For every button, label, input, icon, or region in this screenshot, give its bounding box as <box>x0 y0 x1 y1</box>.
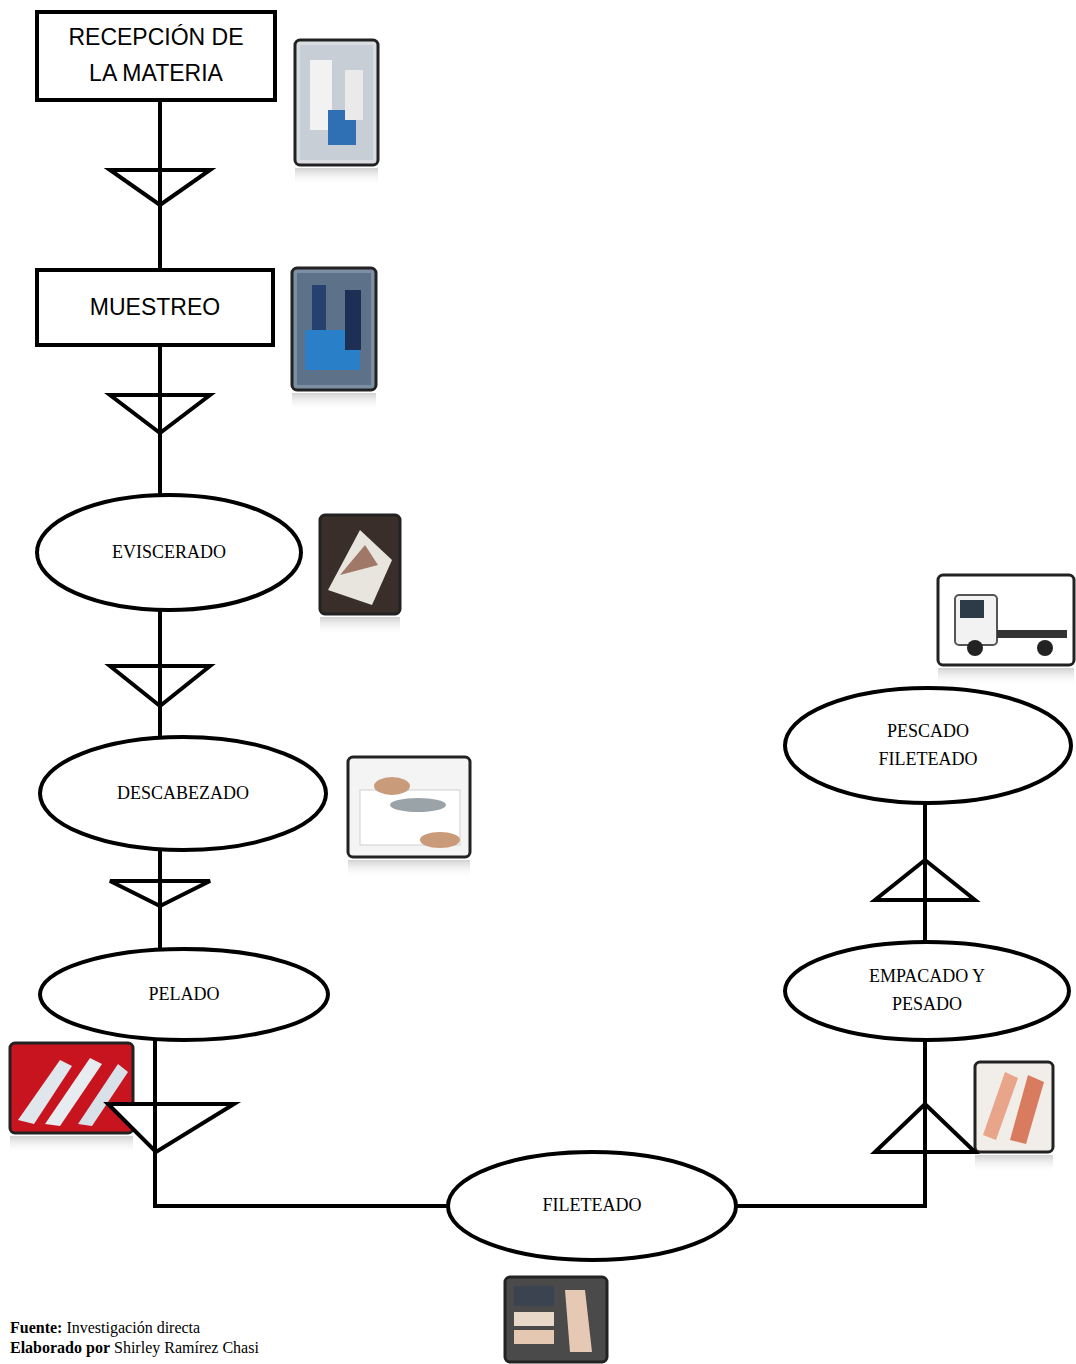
photo-truck <box>938 575 1074 686</box>
photo-packed-fillets <box>975 1062 1053 1173</box>
process-ellipse: PELADO <box>38 947 330 1042</box>
process-ellipse: EVISCERADO <box>35 493 303 612</box>
photo-heading <box>348 757 470 878</box>
flow-line <box>158 610 162 738</box>
ellipse-shape <box>40 949 328 1040</box>
author-line: Elaborado por Shirley Ramírez Chasi <box>10 1338 259 1358</box>
node-label: DESCABEZADO <box>117 780 249 808</box>
node-label: FILETEADO <box>543 1192 642 1220</box>
ellipse-shape <box>785 942 1069 1040</box>
source-note: Fuente: Investigación directa Elaborado … <box>10 1318 259 1358</box>
flow-line <box>736 1040 925 1206</box>
node-text-group: PESCADO FILETEADO <box>853 718 1003 774</box>
source-text: Investigación directa <box>66 1319 200 1336</box>
node-label: PELADO <box>149 981 220 1009</box>
ellipse-shape <box>785 688 1071 803</box>
author-text: Shirley Ramírez Chasi <box>114 1339 259 1356</box>
node-label: EVISCERADO <box>112 539 226 567</box>
ellipse-shape <box>448 1152 736 1260</box>
photo-filleting <box>505 1277 607 1362</box>
ellipse-outline <box>783 686 1073 805</box>
node-text-group: FILETEADO <box>543 1192 642 1220</box>
node-text-group: EVISCERADO <box>112 539 226 567</box>
node-text-group: PELADO <box>149 981 220 1009</box>
process-box: RECEPCIÓN DE LA MATERIA <box>35 10 277 102</box>
photo-peeled-fillets <box>10 1043 133 1154</box>
process-ellipse: PESCADO FILETEADO <box>783 686 1073 805</box>
node-text-group: RECEPCIÓN DE LA MATERIA <box>56 20 256 91</box>
node-text-group: EMPACADO Y PESADO <box>842 963 1012 1019</box>
process-ellipse: EMPACADO Y PESADO <box>783 940 1071 1042</box>
process-ellipse: FILETEADO <box>446 1150 738 1262</box>
source-line: Fuente: Investigación directa <box>10 1318 259 1338</box>
process-box: MUESTREO <box>35 268 275 347</box>
photo-gutting <box>320 515 400 635</box>
source-label: Fuente: <box>10 1319 62 1336</box>
flow-line <box>158 347 162 495</box>
node-label: PESCADO FILETEADO <box>853 718 1003 774</box>
ellipse-shape <box>40 737 326 850</box>
process-ellipse: DESCABEZADO <box>38 735 328 852</box>
photo-sampling <box>292 268 376 411</box>
author-label: Elaborado por <box>10 1339 110 1356</box>
photo-reception <box>295 40 378 186</box>
node-label: MUESTREO <box>90 290 220 326</box>
node-text-group: DESCABEZADO <box>117 780 249 808</box>
flow-line <box>155 1039 448 1206</box>
ellipse-shape <box>37 495 301 610</box>
node-label: EMPACADO Y PESADO <box>842 963 1012 1019</box>
ellipse-outline <box>783 940 1071 1042</box>
flow-line <box>158 102 162 268</box>
node-label: RECEPCIÓN DE LA MATERIA <box>56 20 256 91</box>
storage-triangle <box>108 1104 234 1152</box>
node-text-group: MUESTREO <box>90 290 220 326</box>
flow-line <box>923 803 927 942</box>
flow-line <box>158 849 162 949</box>
